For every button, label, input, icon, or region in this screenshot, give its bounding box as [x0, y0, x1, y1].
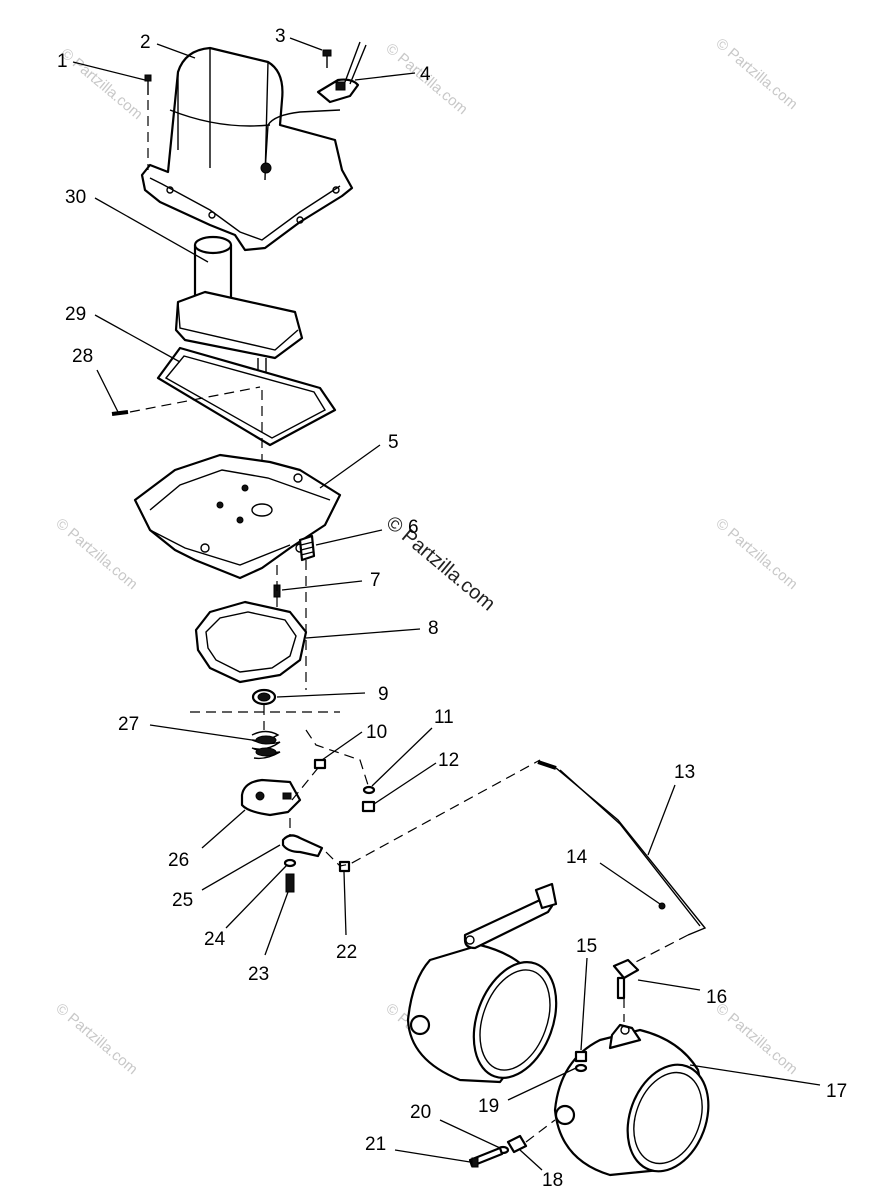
part-washer-19: [574, 1063, 588, 1073]
part-washer-24: [283, 858, 297, 868]
watermark: © Partzilla.com: [57, 45, 145, 123]
part-adjust-screw-6: [298, 534, 316, 690]
callout-26: 26: [168, 850, 189, 871]
callout-18: 18: [542, 1170, 563, 1191]
part-throttle-body-rear: [406, 882, 558, 1084]
part-screw-21: [468, 1146, 504, 1168]
callout-13: 13: [674, 762, 695, 783]
callout-8: 8: [428, 618, 439, 639]
callout-4: 4: [420, 64, 431, 85]
watermark: © Partzilla.com: [52, 515, 140, 593]
callout-5: 5: [388, 432, 399, 453]
callout-14: 14: [566, 847, 588, 868]
part-clip-14: [658, 902, 666, 910]
callout-2: 2: [140, 32, 151, 53]
callout-21: 21: [365, 1134, 386, 1155]
callout-6: 6: [408, 517, 419, 538]
watermark: © Partzilla.com: [52, 1000, 140, 1078]
callout-22: 22: [336, 942, 357, 963]
part-bracket-4: [316, 41, 367, 104]
callout-7: 7: [370, 570, 381, 591]
part-top-cover: [140, 46, 354, 252]
part-throttle-body-front: [553, 1023, 710, 1177]
part-nut-15: [574, 1050, 588, 1063]
part-screw-1: [144, 74, 152, 170]
callout-20: 20: [410, 1102, 431, 1123]
callout-12: 12: [438, 750, 459, 771]
part-throttle-cam-26: [240, 778, 302, 817]
part-nut-12: [361, 800, 376, 813]
callout-17: 17: [826, 1081, 847, 1102]
watermark: © Partzilla.com: [712, 515, 800, 593]
part-washer-9: [251, 688, 277, 706]
callout-27: 27: [118, 714, 139, 735]
callout-11: 11: [434, 707, 454, 728]
callout-23: 23: [248, 964, 269, 985]
callout-3: 3: [275, 26, 286, 47]
part-bushing-18: [506, 1134, 528, 1154]
part-screw-3: [322, 49, 332, 68]
part-gasket-29: [156, 346, 337, 447]
part-diaphragm-8: [194, 600, 308, 684]
watermark: © Partzilla.com: [712, 35, 800, 113]
part-pin-28: [111, 386, 261, 416]
part-nut-10: [313, 758, 327, 770]
part-connector-16: [612, 958, 640, 1000]
part-washer-11: [362, 785, 376, 795]
part-nut-22: [338, 860, 351, 873]
callout-24: 24: [204, 929, 226, 950]
callout-25: 25: [172, 890, 193, 911]
leader-lines: [72, 37, 821, 1171]
part-silencer-30: [174, 235, 304, 385]
callout-9: 9: [378, 684, 389, 705]
callout-19: 19: [478, 1096, 499, 1117]
callout-30: 30: [65, 187, 86, 208]
watermark: © Partzilla.com: [712, 1000, 800, 1078]
callout-10: 10: [366, 722, 387, 743]
callout-16: 16: [706, 987, 727, 1008]
callout-labels: 1 2 3 4 30 29 28 5 6 7 8 9 27 10 11 12 1…: [57, 26, 847, 1191]
part-lever-25: [281, 818, 324, 858]
part-spring-27: [251, 730, 281, 760]
callout-28: 28: [72, 346, 93, 367]
callout-15: 15: [576, 936, 597, 957]
part-plate-5: [133, 453, 342, 580]
callout-1: 1: [57, 51, 68, 72]
part-screw-23: [285, 873, 295, 893]
part-rod-13: [537, 760, 707, 936]
callout-29: 29: [65, 304, 86, 325]
watermark-prominent: © Partzilla.com: [382, 512, 499, 615]
